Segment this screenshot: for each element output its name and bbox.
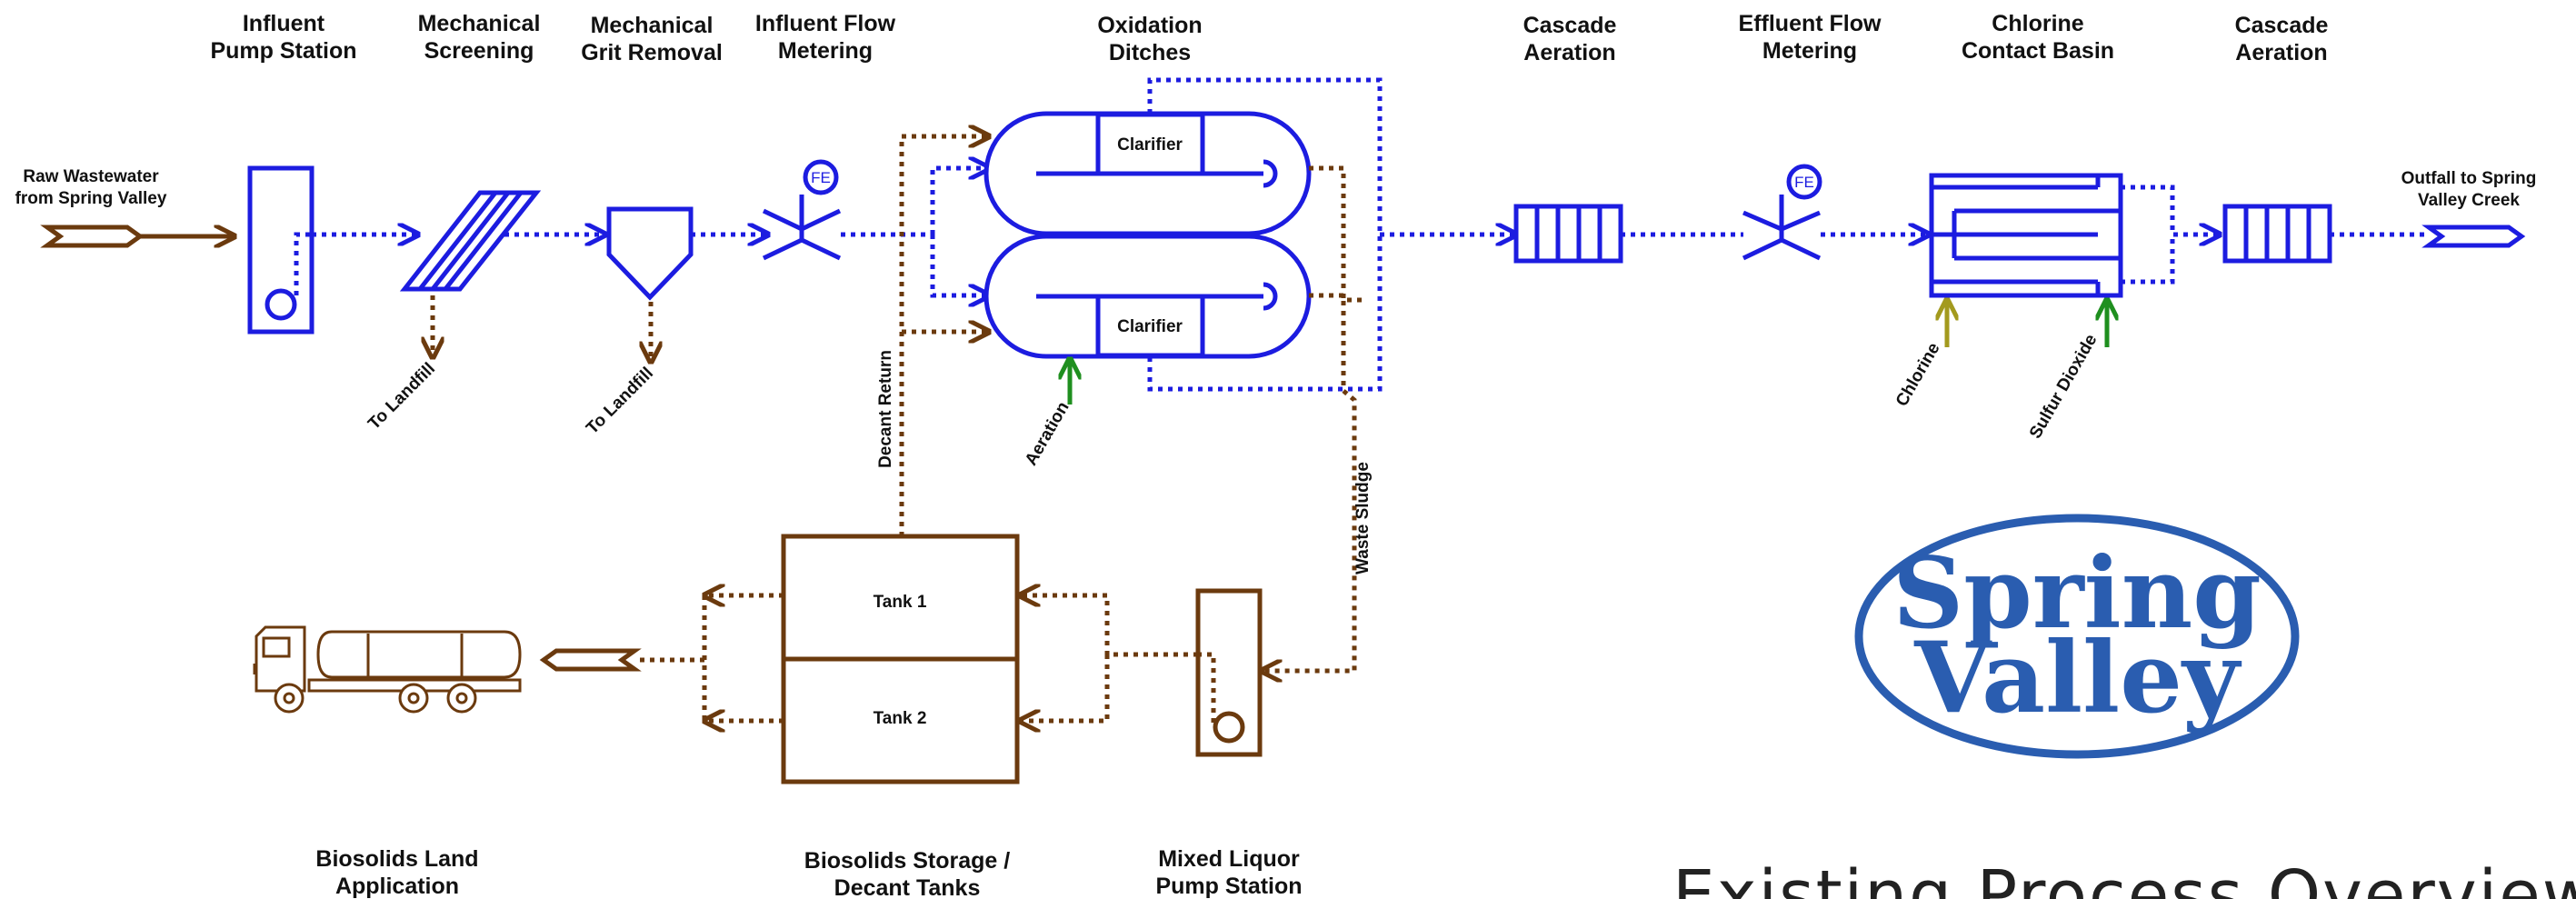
sulfur-dioxide-label: Sulfur Dioxide: [2026, 331, 2102, 442]
outfall-label-l1: Outfall to Spring: [2401, 169, 2537, 188]
outfall-symbol: [2421, 225, 2526, 248]
header-effluent-flow-l2: Metering: [1762, 38, 1857, 64]
raw-wastewater-inlet-symbol: [40, 225, 145, 248]
chlorine-label: Chlorine: [1892, 340, 1944, 410]
flow-chlorine-bottom-return: [2121, 235, 2175, 285]
biosolids-outlet-symbol: [539, 648, 642, 672]
header-chlorine-basin-l2: Contact Basin: [1962, 38, 2114, 64]
outfall-label-l2: Valley Creek: [2418, 191, 2520, 210]
footer-biosolids-land-l2: Application: [335, 874, 459, 899]
tank-2-label: Tank 2: [874, 709, 927, 728]
header-influent-flow-l2: Metering: [778, 38, 873, 64]
mixed-liquor-riser: [1198, 652, 1216, 723]
to-landfill-label-2: To Landfill: [583, 364, 657, 438]
footer-biosolids-storage-l1: Biosolids Storage /: [804, 848, 1010, 874]
waste-sludge-line-top: [1309, 165, 1362, 303]
flow-splitter-to-ditch-bottom: [930, 235, 989, 295]
oxidation-ditch-top: [983, 111, 1312, 236]
footer-mixed-liquor-l1: Mixed Liquor: [1158, 846, 1300, 872]
influent-pump-icon: [265, 288, 297, 321]
logo-line-1: Spring: [1892, 536, 2261, 651]
header-influent-pump-l1: Influent: [243, 11, 325, 36]
raw-wastewater-label-l1: Raw Wastewater: [23, 167, 159, 186]
biosolids-tank-1: [781, 534, 1020, 662]
header-cascade2-l2: Aeration: [2235, 40, 2327, 65]
header-cascade2-l1: Cascade: [2235, 13, 2329, 38]
cascade-aeration-1: [1513, 204, 1623, 264]
aeration-label: Aeration: [1022, 399, 1073, 469]
effluent-flow-meter: [1742, 195, 1822, 261]
header-oxidation-l1: Oxidation: [1097, 13, 1202, 38]
header-mech-screening-l2: Screening: [424, 38, 534, 64]
waste-sludge-label: Waste Sludge: [1353, 462, 1373, 574]
header-cascade1-l2: Aeration: [1523, 40, 1615, 65]
footer-biosolids-storage-l2: Decant Tanks: [834, 875, 981, 899]
waste-sludge-line: [1262, 293, 1357, 671]
page-title: Existing Process Overview: [1672, 856, 2576, 899]
cascade-aeration-2: [2222, 204, 2332, 264]
decant-return-line: [899, 136, 989, 536]
tank-1-label: Tank 1: [874, 593, 927, 612]
oxidation-ditch-bottom: [983, 234, 1312, 359]
flow-splitter-to-ditch-top: [930, 168, 989, 235]
fe-effluent-badge: [1786, 164, 1822, 200]
decant-return-label: Decant Return: [876, 350, 895, 468]
fe-influent-badge: [803, 159, 839, 195]
footer-mixed-liquor-l2: Pump Station: [1155, 874, 1302, 899]
biosolids-truck-icon: [253, 625, 522, 714]
clarifier-bottom-label: Clarifier: [1117, 317, 1183, 336]
header-grit-removal-l2: Grit Removal: [581, 40, 723, 65]
raw-wastewater-label-l2: from Spring Valley: [15, 189, 167, 208]
mechanical-screen: [399, 190, 542, 292]
footer-biosolids-land-l1: Biosolids Land: [315, 846, 478, 872]
flow-chlorine-to-cascade2: [2121, 185, 2220, 235]
header-effluent-flow-l1: Effluent Flow: [1739, 11, 1882, 36]
biosolids-tank-2: [781, 656, 1020, 784]
logo-line-2: Valley: [1913, 621, 2242, 735]
clarifier-top-label: Clarifier: [1117, 135, 1183, 155]
pump-to-tank-2: [1020, 654, 1110, 721]
influent-pump-riser: [294, 232, 312, 295]
header-influent-flow-l1: Influent Flow: [755, 11, 896, 36]
header-oxidation-l2: Ditches: [1109, 40, 1191, 65]
fe-influent-text: FE: [811, 169, 831, 186]
chlorine-contact-basin: [1929, 173, 2123, 298]
mixed-liquor-pump-icon: [1213, 711, 1245, 744]
pump-to-tanks-manifold: [1020, 595, 1198, 657]
influent-flow-meter: [762, 195, 842, 261]
fe-effluent-text: FE: [1794, 174, 1814, 191]
header-chlorine-basin-l1: Chlorine: [1992, 11, 2083, 36]
header-cascade1-l1: Cascade: [1523, 13, 1617, 38]
header-mech-screening-l1: Mechanical: [418, 11, 541, 36]
to-landfill-label-1: To Landfill: [364, 359, 439, 434]
header-influent-pump-l2: Pump Station: [210, 38, 356, 64]
grit-removal-hopper: [606, 206, 694, 301]
influent-pump-station: [247, 165, 315, 335]
header-grit-removal-l1: Mechanical: [591, 13, 714, 38]
spring-valley-logo-ring: [1854, 514, 2300, 759]
